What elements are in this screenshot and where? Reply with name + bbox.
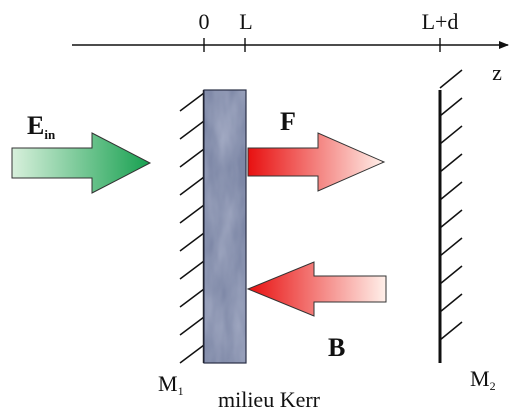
kerr-medium (203, 89, 247, 364)
incident-field-symbol: E (27, 111, 44, 140)
z-axis: 0 L L+d z (72, 9, 509, 85)
hatch-line (179, 120, 205, 140)
mirror-m1-subscript: 1 (178, 384, 184, 398)
tick-label-l: L (239, 9, 252, 34)
hatch-line (179, 316, 205, 336)
hatch-line (179, 148, 205, 168)
mirror-m1-label: M1 (158, 371, 184, 398)
hatch-line (439, 265, 463, 285)
mirror-m2-label: M2 (470, 366, 496, 393)
incident-field-arrow: Ein (11, 111, 152, 194)
kerr-medium-texture (204, 90, 246, 363)
backward-field-label: B (328, 333, 345, 362)
hatch-line (179, 204, 205, 224)
mirror-m2-letter: M (470, 366, 490, 391)
backward-field-arrow: B (246, 261, 387, 362)
kerr-medium-label: milieu Kerr (218, 387, 321, 412)
hatch-line (439, 321, 463, 341)
incident-field-arrow-shape (11, 132, 152, 194)
hatch-line (439, 293, 463, 313)
hatch-line (439, 209, 463, 229)
z-axis-label: z (492, 60, 502, 85)
hatch-line (179, 92, 205, 112)
hatch-line (179, 260, 205, 280)
hatch-line (179, 232, 205, 252)
hatch-line (439, 153, 463, 173)
tick-label-ld: L+d (422, 9, 459, 34)
mirror-m1-letter: M (158, 371, 178, 396)
mirror-m1-hatching (179, 92, 205, 364)
hatch-line (179, 344, 205, 364)
hatch-line (179, 176, 205, 196)
forward-field-arrow-shape (247, 132, 386, 192)
mirror-m2-hatching (439, 69, 463, 341)
incident-field-label: Ein (27, 111, 56, 142)
kerr-medium-outline (203, 89, 247, 364)
tick-label-zero: 0 (199, 9, 210, 34)
mirror-m2-subscript: 2 (490, 379, 496, 393)
hatch-line (439, 69, 463, 89)
backward-field-arrow-shape (246, 261, 387, 317)
hatch-line (439, 97, 463, 117)
forward-field-arrow: F (247, 107, 386, 192)
forward-field-label: F (280, 107, 296, 136)
hatch-line (179, 288, 205, 308)
hatch-line (439, 237, 463, 257)
incident-field-subscript: in (44, 127, 56, 142)
hatch-line (439, 125, 463, 145)
hatch-line (439, 181, 463, 201)
mirror-m1 (179, 90, 206, 364)
mirror-m2 (438, 69, 463, 363)
